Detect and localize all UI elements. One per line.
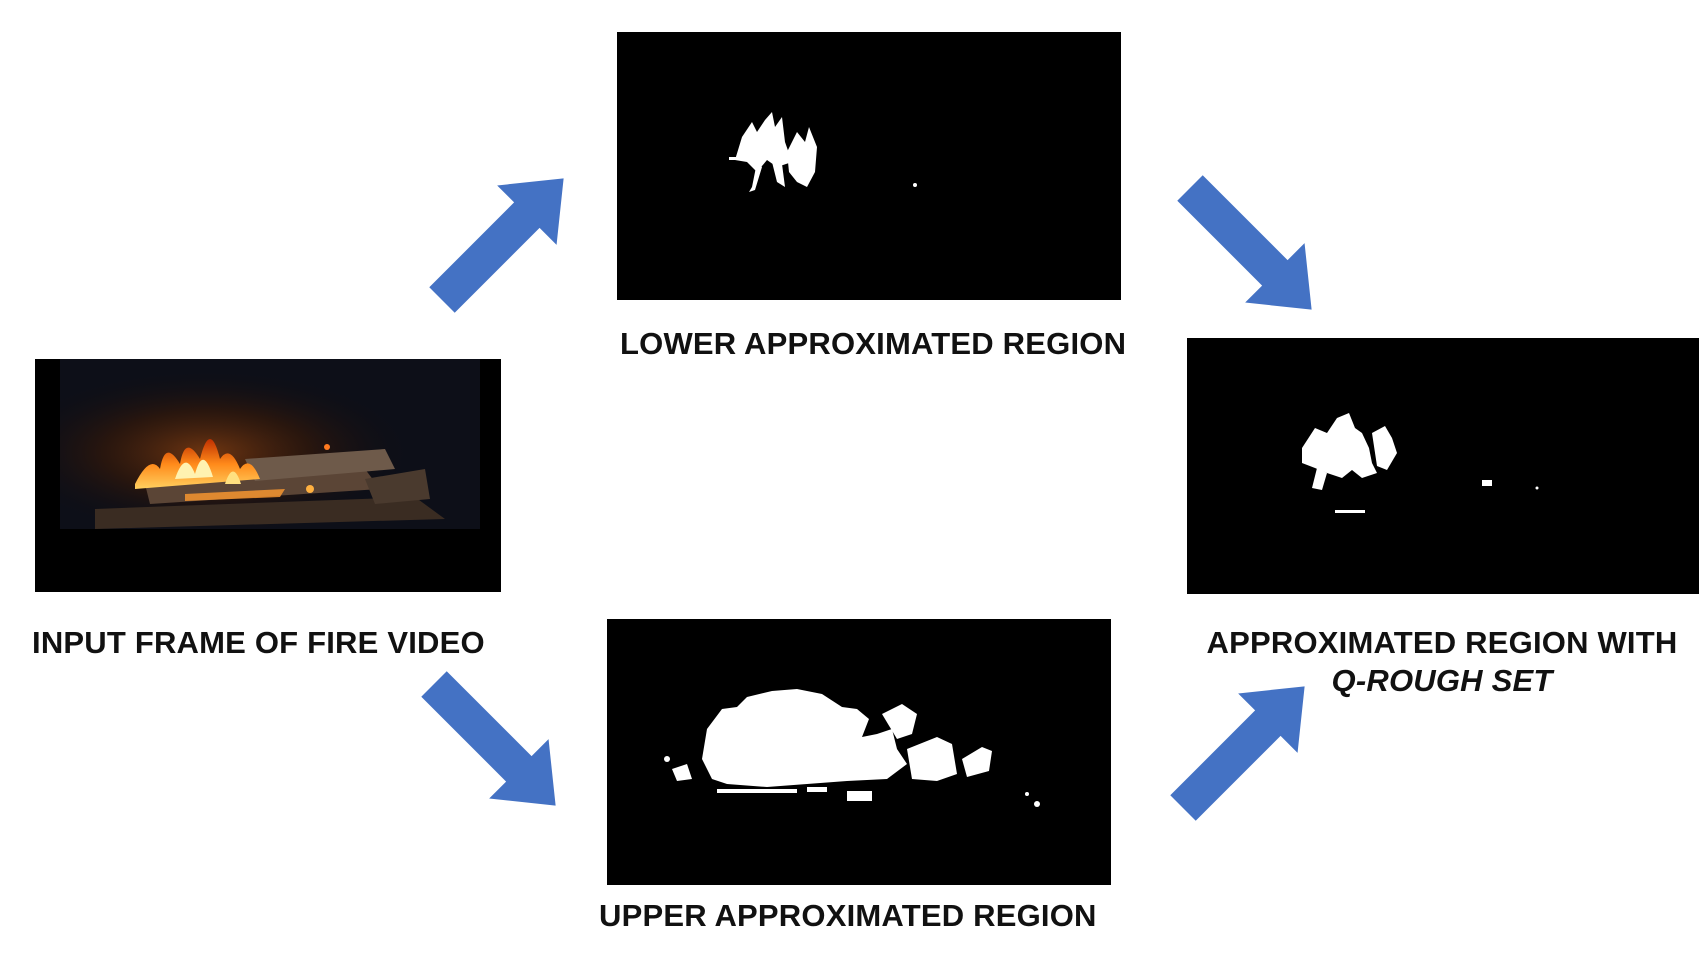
input-caption: INPUT FRAME OF FIRE VIDEO [32, 625, 485, 660]
result-caption-line2: Q-ROUGH SET [1331, 663, 1553, 698]
block-arrow-icon [1177, 175, 1312, 310]
block-arrow-icon [421, 671, 556, 806]
block-arrow-icon [429, 178, 564, 313]
fire-frame-graphic [35, 359, 501, 592]
upper-caption: UPPER APPROXIMATED REGION [599, 898, 1097, 933]
lower-caption: LOWER APPROXIMATED REGION [620, 326, 1127, 361]
lower-mask-graphic [617, 32, 1121, 300]
block-arrow-icon [1170, 686, 1305, 821]
lower-region-mask-image [617, 32, 1121, 300]
result-caption: APPROXIMATED REGION WITH Q-ROUGH SET [1172, 627, 1708, 696]
result-region-mask-image [1187, 338, 1699, 594]
upper-region-mask-image [607, 619, 1111, 885]
upper-mask-graphic [607, 619, 1111, 885]
result-caption-line1: APPROXIMATED REGION WITH [1206, 625, 1678, 660]
input-frame-image [35, 359, 501, 592]
result-mask-graphic [1187, 338, 1699, 594]
